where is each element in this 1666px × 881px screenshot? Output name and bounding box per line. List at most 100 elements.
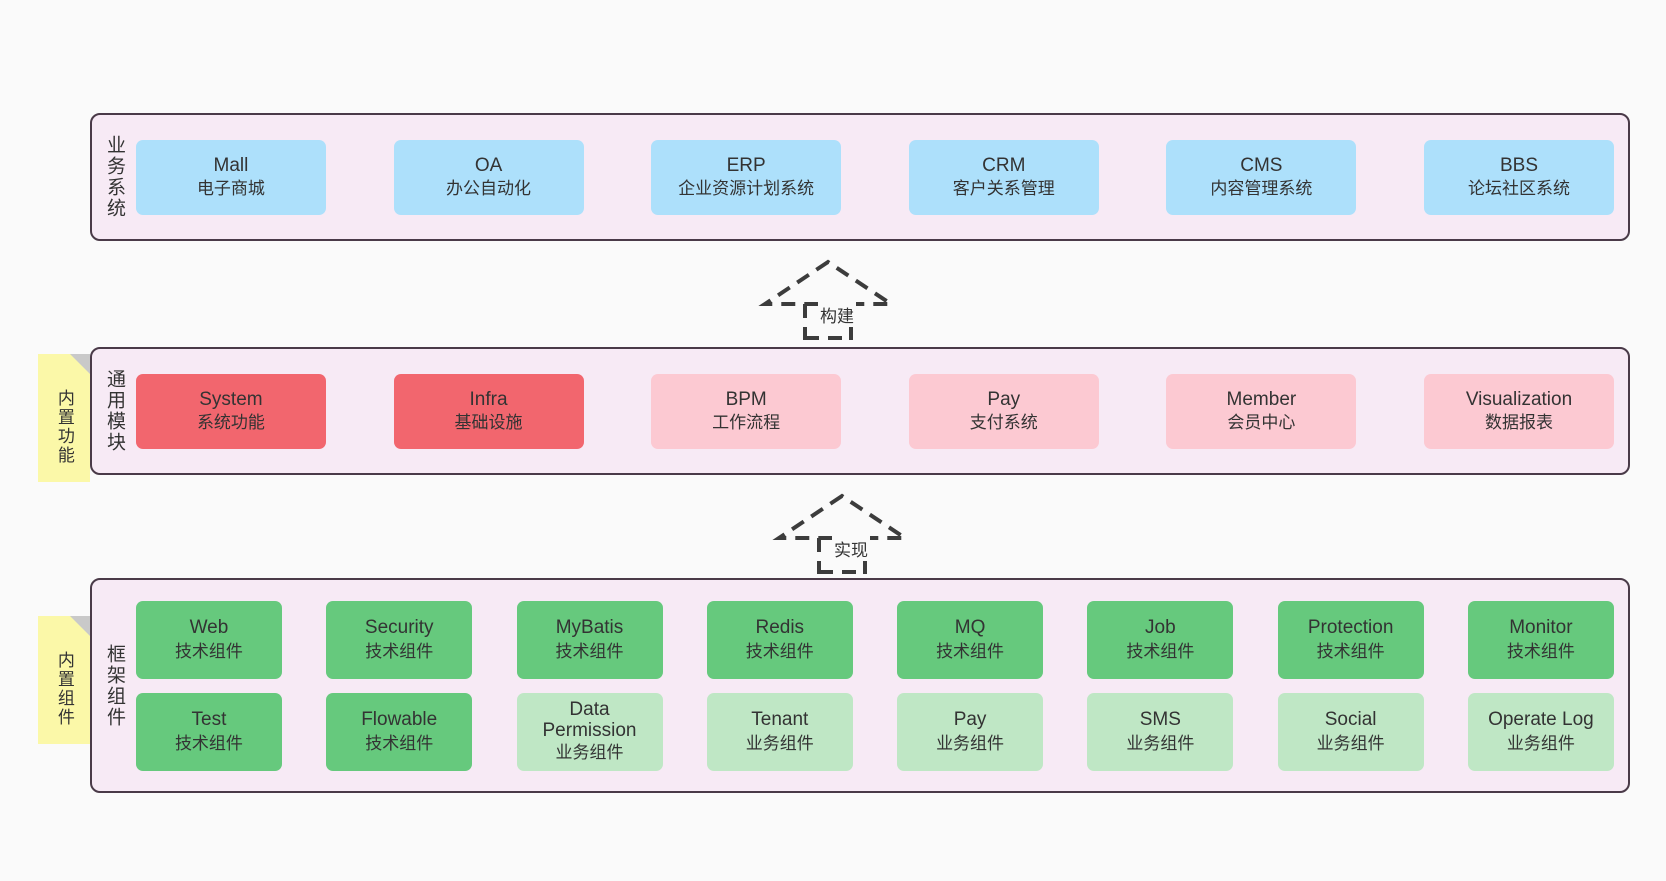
node-erp-subtitle: 企业资源计划系统 xyxy=(678,179,815,199)
sticky-fold-corner-icon xyxy=(70,354,90,374)
node-visualization[interactable]: Visualization 数据报表 xyxy=(1423,373,1614,449)
node-operate-log-subtitle: 业务组件 xyxy=(1506,733,1575,753)
node-redis-title: Redis xyxy=(755,617,805,639)
layer-label-business-system: 业务系统 xyxy=(103,135,125,219)
node-sms[interactable]: SMS 业务组件 xyxy=(1087,692,1234,771)
node-sms-title: SMS xyxy=(1139,709,1181,731)
layer-business-system-nodes: Mall 电子商城 OA 办公自动化 ERP 企业资源计划系统 CRM 客户关系… xyxy=(132,115,1628,239)
node-member[interactable]: Member 会员中心 xyxy=(1166,373,1357,449)
node-protection[interactable]: Protection 技术组件 xyxy=(1277,600,1424,679)
node-web[interactable]: Web 技术组件 xyxy=(135,600,282,679)
node-social-title: Social xyxy=(1324,709,1377,731)
node-social-subtitle: 业务组件 xyxy=(1316,733,1385,753)
node-pay-component-subtitle: 业务组件 xyxy=(936,733,1005,753)
node-oa[interactable]: OA 办公自动化 xyxy=(393,139,584,215)
node-pay-component[interactable]: Pay 业务组件 xyxy=(897,692,1044,771)
node-member-title: Member xyxy=(1226,388,1297,410)
node-flowable-subtitle: 技术组件 xyxy=(365,733,434,753)
node-tenant-subtitle: 业务组件 xyxy=(745,733,814,753)
node-test-title: Test xyxy=(191,709,227,731)
node-security-subtitle: 技术组件 xyxy=(365,641,434,661)
node-redis[interactable]: Redis 技术组件 xyxy=(706,600,853,679)
node-oa-title: OA xyxy=(474,154,503,176)
node-data-permission[interactable]: Data Permission 业务组件 xyxy=(516,692,663,771)
node-cms-subtitle: 内容管理系统 xyxy=(1210,179,1313,199)
node-member-subtitle: 会员中心 xyxy=(1227,413,1296,433)
connector-build-arrow xyxy=(758,259,898,340)
node-erp[interactable]: ERP 企业资源计划系统 xyxy=(651,139,842,215)
node-infra[interactable]: Infra 基础设施 xyxy=(393,373,584,449)
node-test-subtitle: 技术组件 xyxy=(174,733,243,753)
node-pay-module-subtitle: 支付系统 xyxy=(969,413,1038,433)
node-web-title: Web xyxy=(189,617,229,639)
node-mq[interactable]: MQ 技术组件 xyxy=(897,600,1044,679)
node-crm-subtitle: 客户关系管理 xyxy=(952,179,1055,199)
node-bpm[interactable]: BPM 工作流程 xyxy=(651,373,842,449)
node-data-permission-title: Data Permission xyxy=(542,698,637,741)
node-pay-module[interactable]: Pay 支付系统 xyxy=(908,373,1099,449)
node-monitor[interactable]: Monitor 技术组件 xyxy=(1467,600,1614,679)
node-cms-title: CMS xyxy=(1240,154,1283,176)
node-system[interactable]: System 系统功能 xyxy=(135,373,326,449)
node-flowable-title: Flowable xyxy=(361,709,438,731)
sticky-note-builtin-component: 内置组件 xyxy=(38,616,90,744)
node-redis-subtitle: 技术组件 xyxy=(745,641,814,661)
node-infra-title: Infra xyxy=(469,388,508,410)
connector-implement-arrow xyxy=(772,493,912,574)
node-visualization-subtitle: 数据报表 xyxy=(1484,413,1553,433)
node-mybatis[interactable]: MyBatis 技术组件 xyxy=(516,600,663,679)
node-bbs-subtitle: 论坛社区系统 xyxy=(1467,179,1570,199)
node-erp-title: ERP xyxy=(726,154,766,176)
node-system-title: System xyxy=(199,388,263,410)
sticky-note-builtin-function-text: 内置功能 xyxy=(54,389,74,465)
node-crm[interactable]: CRM 客户关系管理 xyxy=(908,139,1099,215)
node-sms-subtitle: 业务组件 xyxy=(1126,733,1195,753)
node-flowable[interactable]: Flowable 技术组件 xyxy=(326,692,473,771)
framework-row-tech: Web 技术组件 Security 技术组件 MyBatis 技术组件 Redi… xyxy=(135,600,1614,679)
layer-framework-component-nodes: Web 技术组件 Security 技术组件 MyBatis 技术组件 Redi… xyxy=(132,580,1628,791)
node-job-subtitle: 技术组件 xyxy=(1126,641,1195,661)
node-job-title: Job xyxy=(1145,617,1176,639)
node-mall-subtitle: 电子商城 xyxy=(196,179,265,199)
layer-framework-component: 框架组件 Web 技术组件 Security 技术组件 MyBatis 技术组件… xyxy=(90,578,1630,793)
node-security-title: Security xyxy=(364,617,434,639)
node-mq-title: MQ xyxy=(954,617,986,639)
node-bpm-title: BPM xyxy=(725,388,767,410)
sticky-note-builtin-component-text: 内置组件 xyxy=(54,651,74,727)
connector-implement: 实现 xyxy=(772,493,954,574)
layer-label-framework-component: 框架组件 xyxy=(103,643,125,728)
node-mall[interactable]: Mall 电子商城 xyxy=(135,139,326,215)
node-mybatis-title: MyBatis xyxy=(555,617,624,639)
layer-common-module: 通用模块 System 系统功能 Infra 基础设施 BPM 工作流程 Pay… xyxy=(90,347,1630,475)
node-test[interactable]: Test 技术组件 xyxy=(135,692,282,771)
node-pay-component-title: Pay xyxy=(953,709,987,731)
node-bpm-subtitle: 工作流程 xyxy=(712,413,781,433)
node-operate-log-title: Operate Log xyxy=(1488,709,1594,731)
node-mall-title: Mall xyxy=(213,154,249,176)
node-protection-title: Protection xyxy=(1307,617,1394,639)
node-mybatis-subtitle: 技术组件 xyxy=(555,641,624,661)
node-cms[interactable]: CMS 内容管理系统 xyxy=(1166,139,1357,215)
layer-label-common-module: 通用模块 xyxy=(103,369,125,453)
node-operate-log[interactable]: Operate Log 业务组件 xyxy=(1467,692,1614,771)
node-bbs-title: BBS xyxy=(1499,154,1538,176)
sticky-note-builtin-function: 内置功能 xyxy=(38,354,90,482)
node-bbs[interactable]: BBS 论坛社区系统 xyxy=(1423,139,1614,215)
node-security[interactable]: Security 技术组件 xyxy=(326,600,473,679)
node-protection-subtitle: 技术组件 xyxy=(1316,641,1385,661)
node-crm-title: CRM xyxy=(982,154,1026,176)
node-social[interactable]: Social 业务组件 xyxy=(1277,692,1424,771)
node-job[interactable]: Job 技术组件 xyxy=(1087,600,1234,679)
node-oa-subtitle: 办公自动化 xyxy=(446,179,532,199)
node-pay-module-title: Pay xyxy=(987,388,1021,410)
node-infra-subtitle: 基础设施 xyxy=(454,413,523,433)
node-tenant[interactable]: Tenant 业务组件 xyxy=(706,692,853,771)
layer-common-module-nodes: System 系统功能 Infra 基础设施 BPM 工作流程 Pay 支付系统… xyxy=(132,349,1628,473)
node-data-permission-subtitle: 业务组件 xyxy=(555,742,624,762)
node-system-subtitle: 系统功能 xyxy=(196,413,265,433)
node-web-subtitle: 技术组件 xyxy=(174,641,243,661)
node-mq-subtitle: 技术组件 xyxy=(936,641,1005,661)
node-monitor-title: Monitor xyxy=(1509,617,1573,639)
node-tenant-title: Tenant xyxy=(751,709,809,731)
